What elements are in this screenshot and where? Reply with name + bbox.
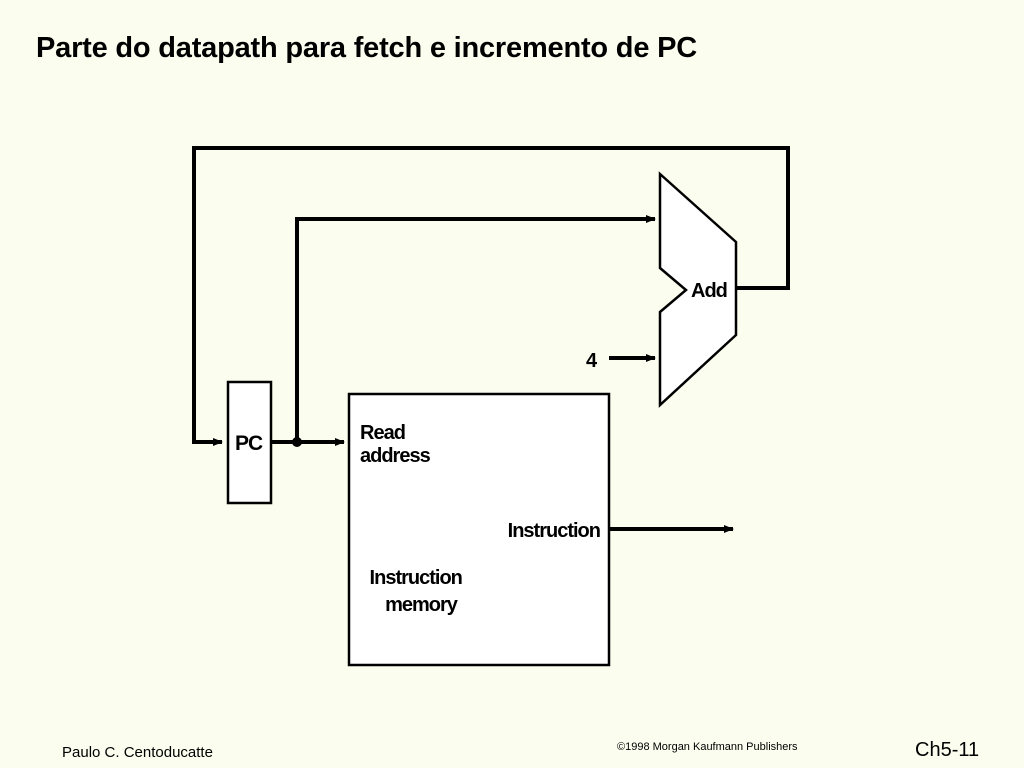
slide-title: Parte do datapath para fetch e increment… [36, 32, 697, 64]
pc-label: PC [235, 432, 263, 455]
pc-to-adder-wire [295, 215, 656, 442]
wire-junction-dot [292, 437, 302, 447]
adder-to-pc-feedback-wire [192, 146, 790, 446]
instruction-memory-label: Instruction memory [370, 567, 467, 616]
adder-unit [658, 171, 738, 408]
footer-author: Paulo C. Centoducatte [62, 744, 213, 761]
instruction-memory-unit [347, 392, 611, 667]
footer-copyright: ©1998 Morgan Kaufmann Publishers [617, 741, 798, 753]
slide-number: Ch5-11 [915, 739, 980, 761]
read-address-label: Read address [360, 422, 431, 467]
instruction-memory-label-line-1: Instruction [370, 567, 462, 589]
instruction-memory-label-line-2: memory [385, 594, 459, 616]
instruction-output-label: Instruction [508, 520, 600, 542]
adder-label: Add [691, 280, 727, 302]
read-address-label-line-2: address [360, 445, 431, 467]
constant-four-label: 4 [586, 350, 598, 372]
read-address-label-line-1: Read [360, 422, 405, 444]
pc-register [226, 380, 273, 505]
